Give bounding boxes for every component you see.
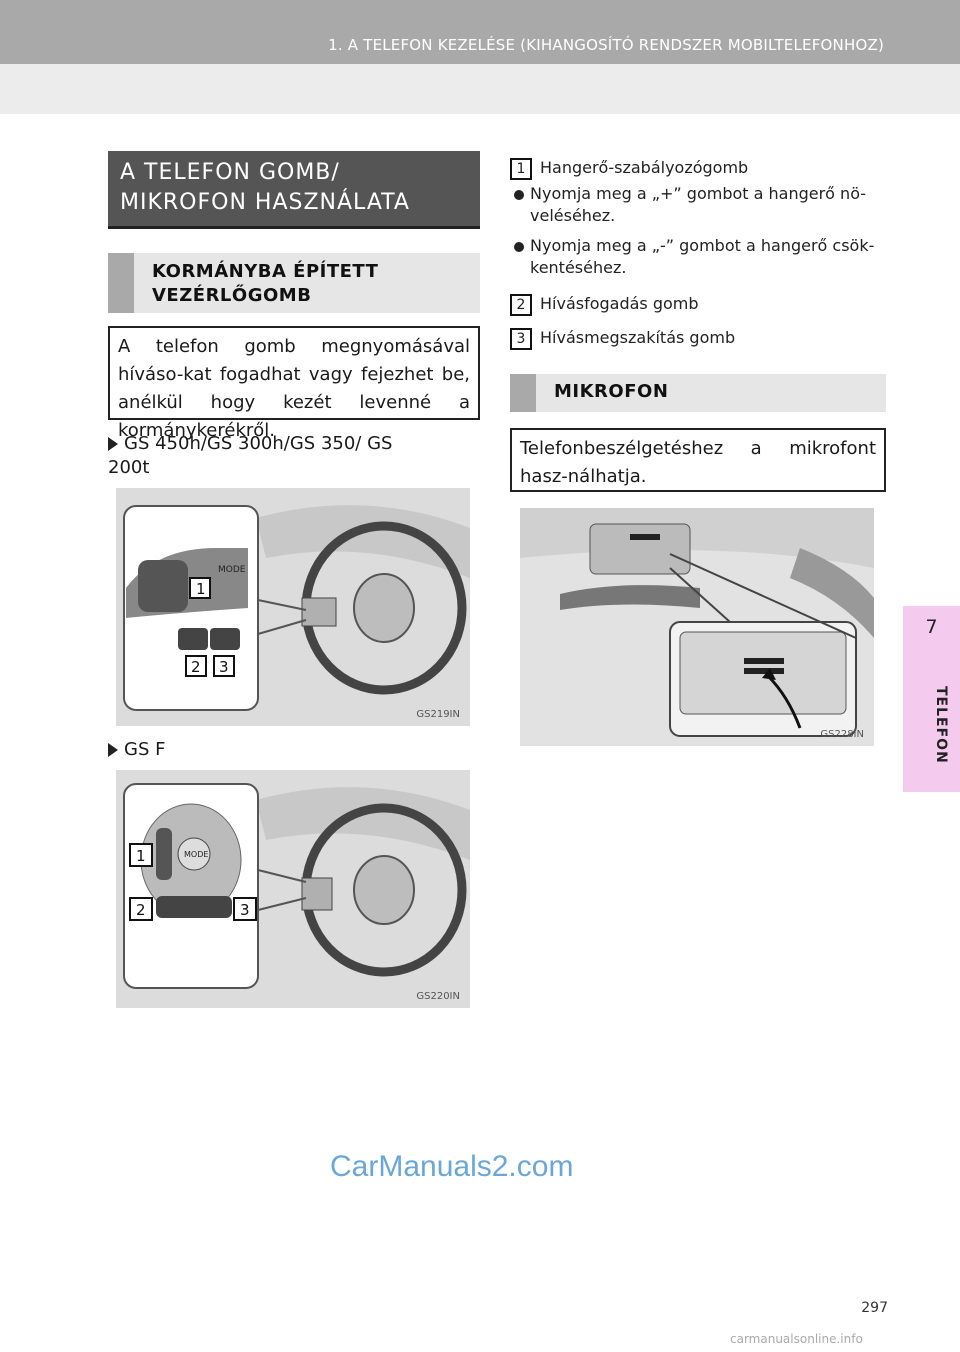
variant1-text: GS 450h/GS 300h/GS 350/ GS 200t [108,433,393,478]
fig1-code: GS219IN [416,709,460,720]
fig1-label-1: 1 [196,580,206,598]
variant2-text: GS F [124,739,166,760]
section-title-text: A TELEFON GOMB/ MIKROFON HASZNÁLATA [120,160,410,215]
fig2-label-3: 3 [240,901,250,919]
microphone-drawing [520,508,874,746]
fig3-code: GS228IN [820,729,864,740]
item-hangup: 3 Hívásmegszakítás gomb [510,327,890,350]
subhead-bar [510,374,536,412]
intro-box: A telefon gomb megnyomásával híváso-kat … [108,326,480,441]
subhead-mic-text: MIKROFON [554,381,669,402]
item-volume: 1 Hangerő-szabályozógomb [510,157,890,180]
item-text: Hívásfogadás gomb [540,294,699,313]
chapter-number: 7 [925,616,938,638]
mode-label-2: MODE [184,850,208,859]
header-band [0,64,960,114]
header-bar: 1. A TELEFON KEZELÉSE (KIHANGOSÍTÓ RENDS… [0,0,960,64]
bullet-text: Nyomja meg a „-” gombot a hangerő csök-k… [530,236,875,277]
fig1-label-2: 2 [191,658,201,676]
variant2-heading: GS F [108,738,308,762]
steering-drawing-1: MODE 1 2 3 [116,488,470,726]
item-text: Hívásmegszakítás gomb [540,328,736,347]
page-number: 297 [861,1300,888,1316]
fig1-label-3: 3 [219,658,229,676]
fig2-code: GS220IN [416,991,460,1002]
steering-figure-1: MODE 1 2 3 GS219IN [116,488,470,726]
fig2-label-2: 2 [136,901,146,919]
arrow-icon [108,743,118,757]
item-answer: 2 Hívásfogadás gomb [510,293,890,316]
item-number: 3 [510,327,532,350]
fig2-label-1: 1 [136,847,146,865]
subhead-steering-text: KORMÁNYBA ÉPÍTETT VEZÉRLŐGOMB [152,261,379,306]
arrow-icon [108,437,118,451]
bullet-icon [514,189,524,200]
item-text: Hangerő-szabályozógomb [540,158,749,177]
bullet-minus: Nyomja meg a „-” gombot a hangerő csök-k… [514,235,902,279]
subhead-bar [108,253,134,313]
chapter-tab[interactable]: 7 TELEFON [903,606,960,792]
variant1-heading: GS 450h/GS 300h/GS 350/ GS 200t [108,432,428,480]
header-title: 1. A TELEFON KEZELÉSE (KIHANGOSÍTÓ RENDS… [328,36,884,54]
mic-box: Telefonbeszélgetéshez a mikrofont hasz-n… [510,428,886,492]
item-number: 2 [510,293,532,316]
bullet-plus: Nyomja meg a „+” gombot a hangerő nö-vel… [514,183,902,227]
footer-watermark: carmanualsonline.info [730,1332,863,1346]
item-number: 1 [510,157,532,180]
steering-figure-2: MODE 1 2 3 GS220IN [116,770,470,1008]
bullet-text: Nyomja meg a „+” gombot a hangerő nö-vel… [530,184,867,225]
steering-drawing-2: MODE 1 2 3 [116,770,470,1008]
chapter-label: TELEFON [933,686,949,764]
bullet-icon [514,241,524,252]
subhead-steering: KORMÁNYBA ÉPÍTETT VEZÉRLŐGOMB [108,253,480,313]
mode-label-1: MODE [218,565,246,575]
section-title: A TELEFON GOMB/ MIKROFON HASZNÁLATA [108,151,480,229]
watermark: CarManuals2.com [330,1150,574,1183]
subhead-mic: MIKROFON [510,374,886,412]
microphone-figure: GS228IN [520,508,874,746]
